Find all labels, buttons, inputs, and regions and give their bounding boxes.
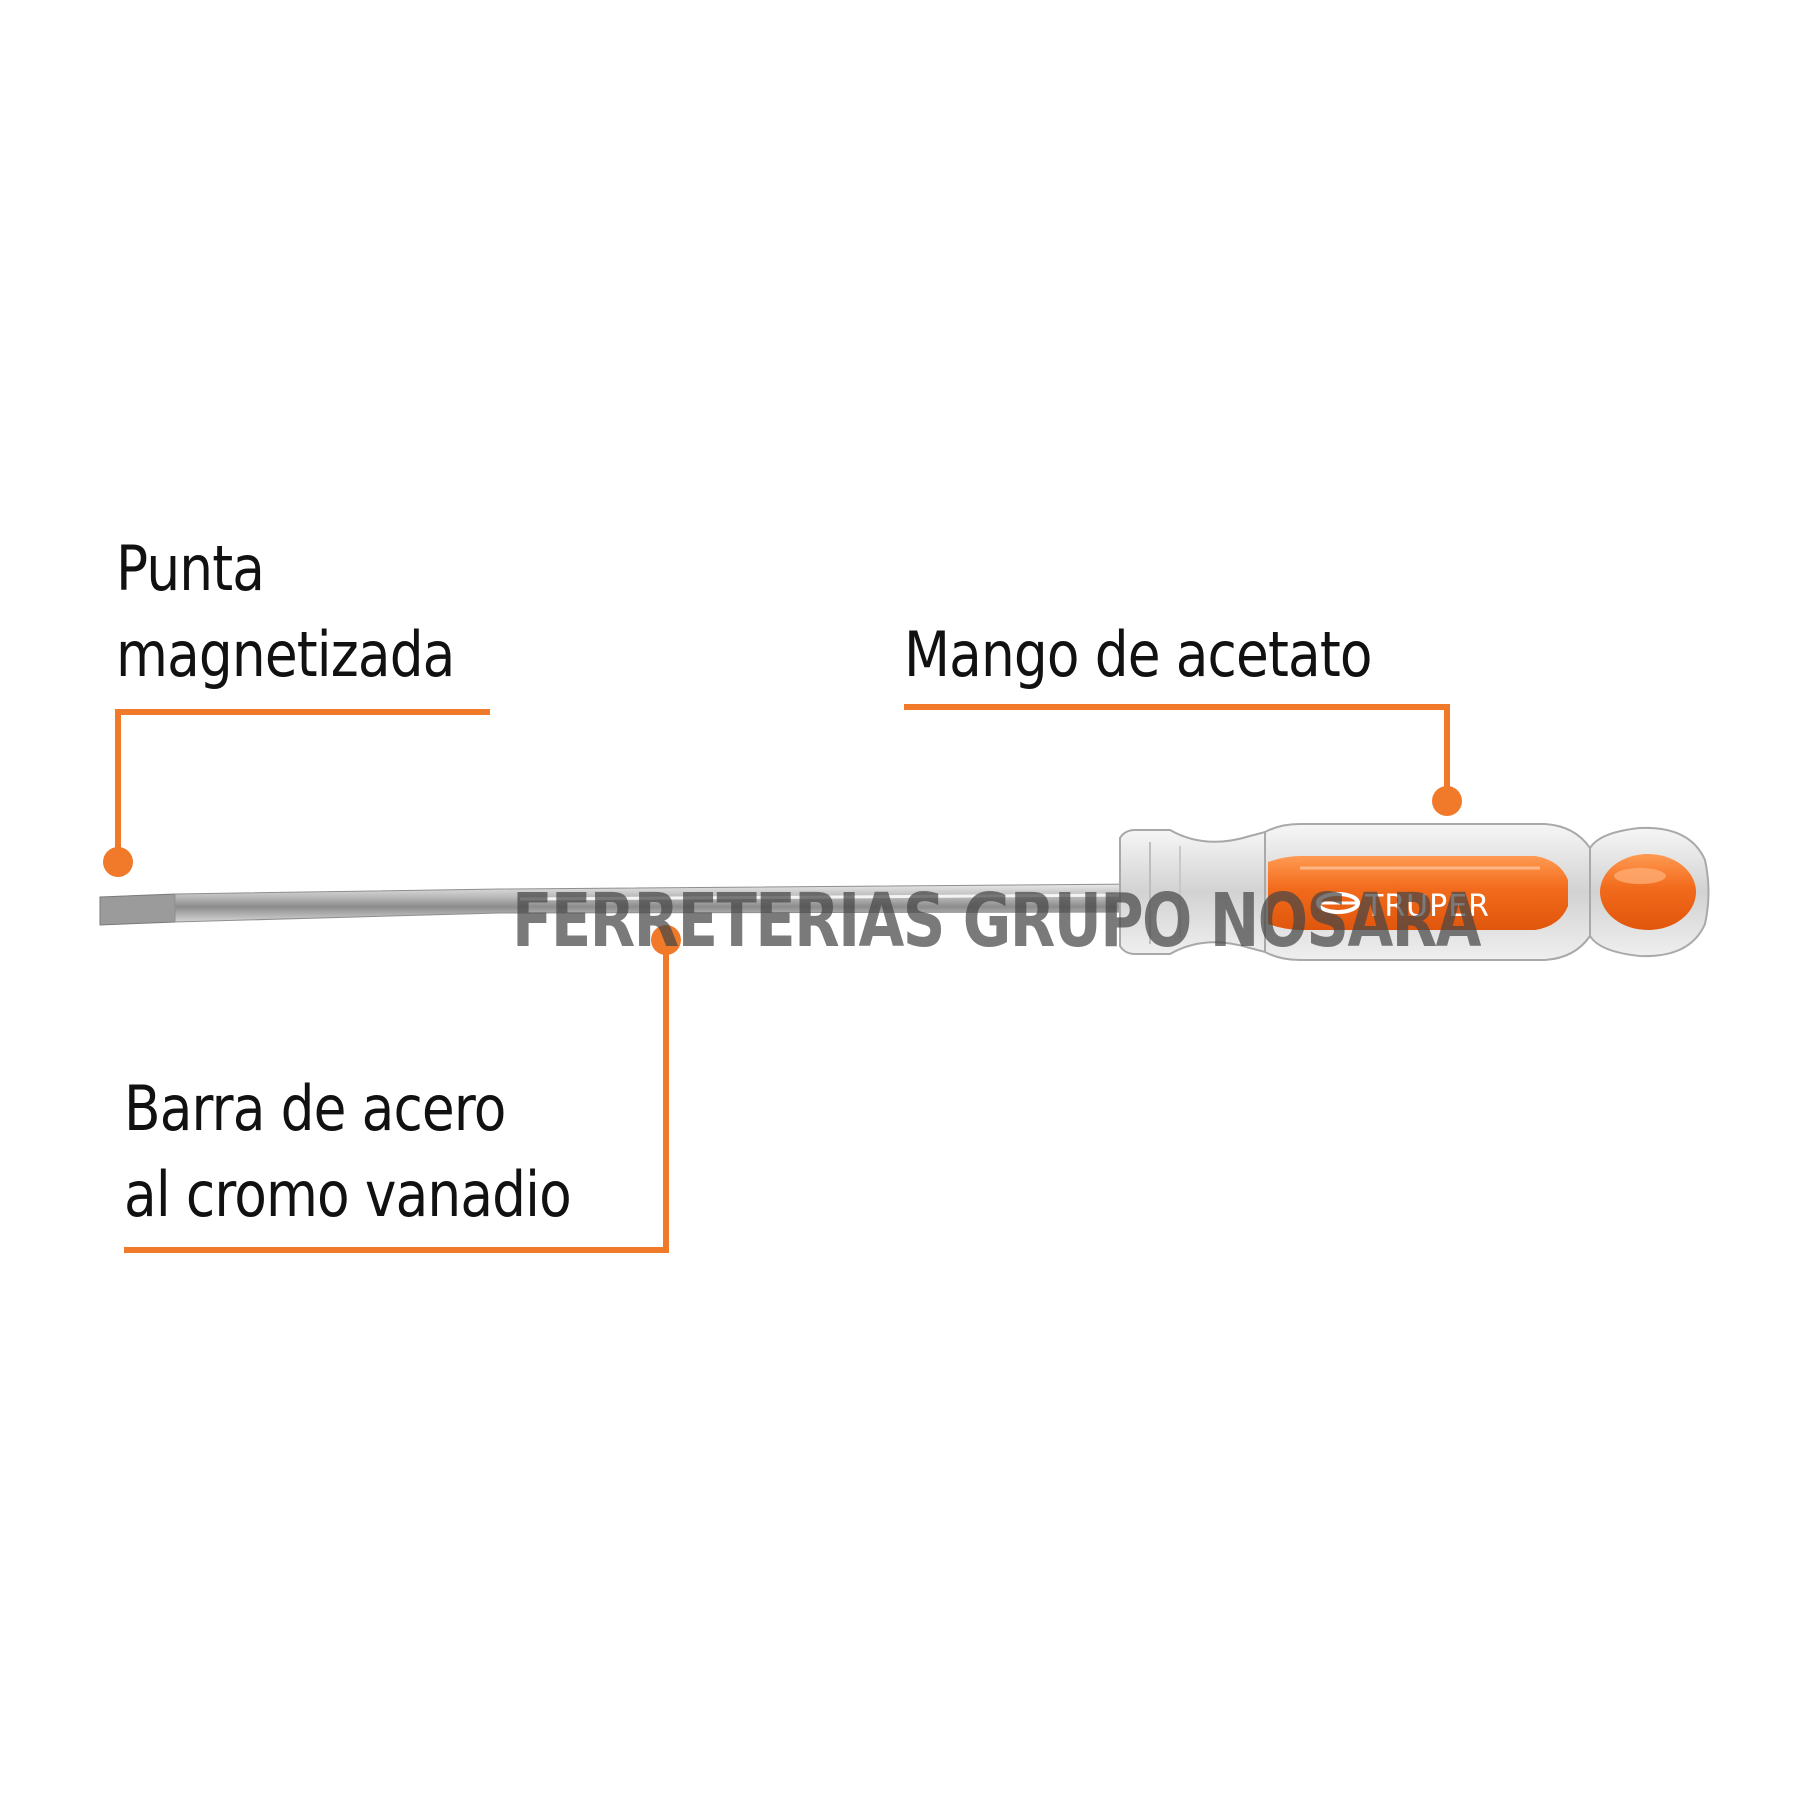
watermark-text: FERRETERIAS GRUPO NOSARA [512, 878, 1481, 964]
handle-callout-label: Mango de acetato [904, 612, 1372, 698]
shaft-label-line1: Barra de acero [124, 1072, 506, 1145]
shaft-callout-line [124, 925, 681, 1253]
truper-logo-icon [1316, 892, 1360, 914]
tip-callout-label: Punta magnetizada [116, 526, 455, 698]
brand-name: TRUPER [1364, 889, 1490, 924]
tip-label-line1: Punta [116, 532, 265, 605]
shaft-label-line2: al cromo vanadio [124, 1158, 572, 1231]
handle-label-line1: Mango de acetato [904, 618, 1372, 691]
flat-screwdriver-icon: TRUPER [99, 823, 1710, 961]
tip-callout-line [103, 709, 490, 877]
handle-callout-line [904, 704, 1462, 816]
shaft-callout-label: Barra de acero al cromo vanadio [124, 1066, 572, 1238]
tip-label-line2: magnetizada [116, 618, 455, 691]
